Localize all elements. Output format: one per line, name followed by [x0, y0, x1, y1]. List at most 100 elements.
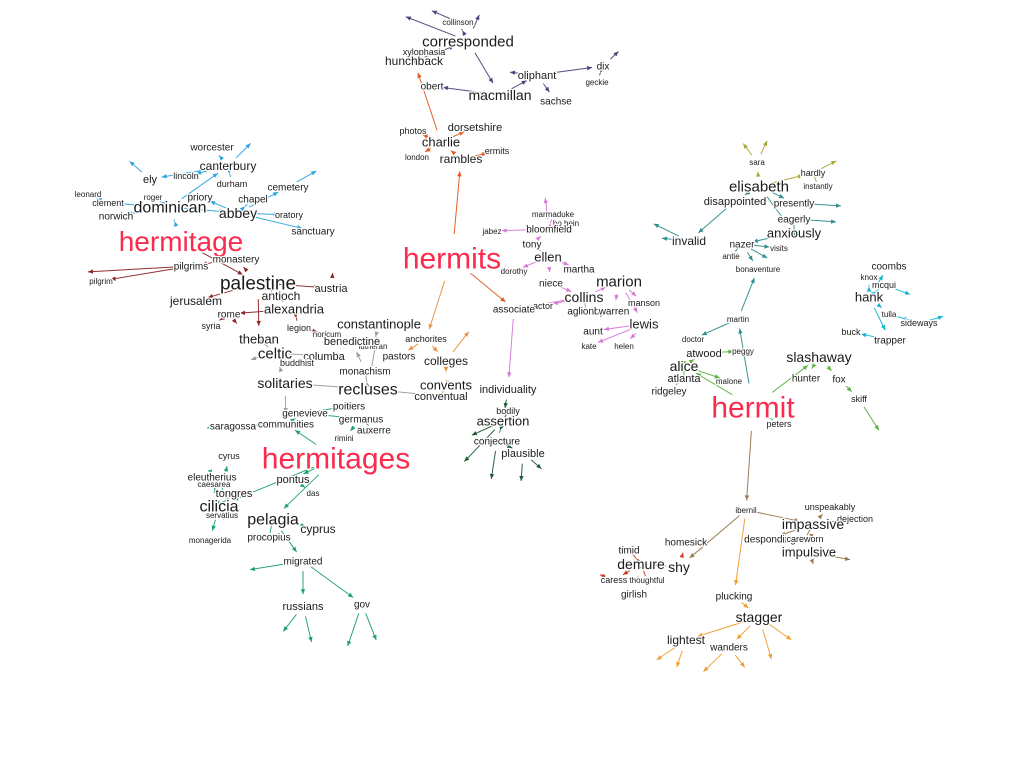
edge-arrowhead — [522, 263, 529, 268]
edge-arrowhead — [213, 487, 218, 494]
edge-arrowhead — [499, 420, 504, 426]
node-label: germanus — [339, 415, 383, 426]
graph-edge — [599, 72, 601, 76]
graph-edge — [250, 215, 303, 229]
node-label: warren — [598, 307, 630, 318]
graph-edge — [762, 629, 772, 660]
graph-edge — [243, 423, 277, 427]
edge-arrowhead — [365, 381, 370, 388]
node-label: recluses — [338, 382, 398, 399]
node-label: genevieve — [282, 409, 328, 420]
edge-arrowhead — [206, 425, 213, 430]
edge-arrowhead — [457, 171, 462, 177]
node-label: das — [307, 489, 320, 498]
edge-arrowhead — [332, 406, 339, 411]
edge-arrowhead — [679, 552, 684, 559]
node-label: ermits — [485, 146, 510, 156]
edge-arrowhead — [761, 253, 768, 259]
node-label: poitiers — [333, 402, 365, 413]
edge-arrowhead — [462, 30, 467, 36]
graph-edge — [583, 300, 587, 310]
edge-arrowhead — [273, 212, 279, 217]
graph-edge — [181, 172, 219, 200]
edge-arrowhead — [310, 170, 317, 176]
edge-arrowhead — [500, 297, 506, 303]
edge-arrowhead — [506, 444, 513, 449]
edge-arrowhead — [764, 413, 771, 419]
node-label: cyprus — [300, 522, 335, 536]
node-label: hardly — [801, 168, 826, 178]
graph-edge — [200, 251, 244, 276]
edge-arrowhead — [283, 407, 288, 414]
graph-edge — [442, 86, 488, 94]
edge-arrowhead — [661, 236, 668, 241]
graph-edge — [501, 228, 540, 232]
edge-arrowhead — [350, 425, 356, 431]
node-label: marion — [596, 273, 642, 290]
edge-arrowhead — [714, 374, 720, 379]
node-label: timid — [618, 546, 639, 557]
graph-edge — [453, 171, 461, 235]
node-label: syria — [201, 321, 220, 331]
graph-edge — [229, 173, 231, 178]
edge-arrowhead — [347, 640, 352, 647]
node-label: atwood — [686, 348, 721, 360]
node-label: pilgrim — [89, 277, 113, 286]
edge-arrowhead — [300, 523, 306, 528]
node-label: marmaduke — [532, 210, 575, 219]
graph-edge — [283, 474, 320, 509]
graph-edge — [875, 289, 879, 292]
edge-arrowhead — [256, 320, 261, 326]
node-label: solitaries — [257, 375, 312, 391]
node-label: communities — [258, 420, 314, 431]
edge-arrowhead — [299, 482, 306, 488]
graph-edge — [249, 191, 279, 208]
edge-arrowhead — [743, 143, 748, 149]
node-label: worcester — [189, 143, 234, 154]
edge-arrowhead — [622, 570, 629, 575]
node-label: jerusalem — [169, 294, 222, 308]
edge-arrowhead — [428, 323, 433, 330]
graph-edge — [269, 289, 273, 292]
edge-arrowhead — [613, 51, 619, 57]
edge-arrowhead — [681, 361, 687, 367]
node-label: eleutherius — [188, 473, 237, 484]
edge-arrowhead — [654, 563, 660, 568]
node-label: trapper — [874, 336, 906, 347]
node-label: gov — [354, 600, 370, 611]
edge-arrowhead — [639, 565, 644, 572]
edge-arrowhead — [489, 473, 495, 480]
edge-arrowhead — [809, 524, 815, 530]
node-label: conjecture — [474, 437, 521, 448]
edge-arrowhead — [314, 284, 320, 290]
node-label: servatius — [206, 511, 238, 520]
edge-arrowhead — [794, 518, 800, 523]
graph-edge — [538, 248, 541, 252]
edge-arrowhead — [762, 140, 768, 147]
edge-arrowhead — [635, 577, 640, 584]
edge-arrowhead — [290, 418, 296, 423]
node-label: visits — [770, 244, 788, 253]
node-label: careworn — [786, 534, 823, 544]
node-label: constantinople — [337, 317, 421, 332]
labels-layer: collinsoncorrespondedxylophasiahunchback… — [73, 17, 939, 655]
node-label: thoughtful — [629, 576, 664, 585]
graph-edge — [87, 266, 182, 273]
graph-edge — [597, 328, 633, 343]
edge-arrowhead — [411, 58, 417, 64]
edge-arrowhead — [279, 366, 284, 373]
edge-arrowhead — [464, 456, 470, 462]
edge-arrowhead — [839, 518, 845, 523]
graph-edge — [701, 322, 731, 336]
node-label: saragossa — [210, 422, 257, 433]
graph-edge — [310, 566, 354, 598]
graph-edge — [556, 225, 559, 227]
node-label: bonaventure — [736, 265, 781, 274]
node-label: procopius — [247, 533, 290, 544]
edge-arrowhead — [207, 469, 213, 475]
edge-arrowhead — [503, 402, 508, 409]
node-label: lincoln — [173, 171, 199, 181]
node-label: anchorites — [405, 334, 447, 344]
node-label: doctor — [682, 335, 705, 344]
edge-arrowhead — [786, 635, 792, 640]
